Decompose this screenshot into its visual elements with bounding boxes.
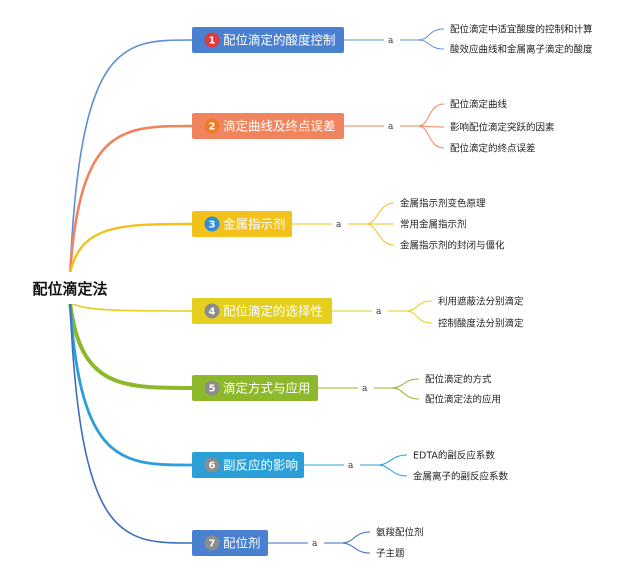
subtopic-link: [365, 202, 395, 225]
topic-label: 配位滴定的选择性: [223, 304, 323, 319]
topic-node[interactable]: 5 滴定方式与应用: [192, 375, 318, 401]
subtopic-label[interactable]: 金属指示剂变色原理: [400, 198, 486, 210]
subtopic-link: [417, 125, 445, 149]
subtopic-label[interactable]: 配位滴定曲线: [450, 99, 508, 111]
topic-number: 4: [209, 307, 216, 318]
branch-line: [68, 124, 194, 276]
branch-lines: [68, 39, 194, 544]
topic-number-badge-icon: [204, 32, 220, 48]
subtopic-label[interactable]: 配位滴定的终点误差: [450, 143, 536, 155]
root-box: [17, 272, 123, 304]
subtopic-link: [417, 28, 445, 41]
connector-label: a: [312, 539, 318, 549]
topic-number: 1: [209, 36, 216, 47]
topic-number: 3: [209, 220, 216, 231]
topic-label: 金属指示剂: [223, 217, 286, 232]
topic-box: [192, 375, 318, 401]
topic-node[interactable]: 4 配位滴定的选择性: [192, 298, 332, 324]
subtopic-label[interactable]: 氨羧配位剂: [376, 527, 424, 539]
topic-number: 5: [209, 384, 216, 395]
topic-number-badge-icon: [204, 380, 220, 396]
topic-node[interactable]: 3 金属指示剂: [192, 211, 292, 237]
topic-number-badge-icon: [204, 118, 220, 134]
topic-node[interactable]: 7 配位剂: [192, 530, 268, 556]
connector-label: a: [362, 384, 368, 394]
subtopic-link: [377, 454, 408, 466]
topic-box: [192, 113, 344, 139]
topic-box: [192, 452, 304, 478]
topic-number-badge-icon: [204, 303, 220, 319]
topic-number-badge-icon: [204, 216, 220, 232]
subtopic-label[interactable]: 子主题: [376, 548, 405, 560]
root-label: 配位滴定法: [32, 280, 107, 298]
connector-label: a: [348, 461, 354, 471]
branch-line: [69, 301, 193, 544]
subtopic-link: [391, 378, 420, 389]
branch-line: [69, 301, 193, 312]
topic-label: 副反应的影响: [223, 458, 298, 473]
subtopic-label[interactable]: 控制酸度法分别滴定: [438, 318, 524, 330]
branch-line: [68, 300, 194, 390]
topic-node[interactable]: 6 副反应的影响: [192, 452, 304, 478]
topic-node[interactable]: 1 配位滴定的酸度控制: [192, 27, 344, 53]
topic-box: [192, 211, 292, 237]
subtopic-label[interactable]: 配位滴定法的应用: [425, 394, 501, 406]
subtopic-link: [405, 300, 433, 312]
connector-label: a: [388, 36, 394, 46]
topic-label: 滴定曲线及终点误差: [223, 119, 336, 134]
subtopic-label[interactable]: 配位滴定的方式: [425, 374, 492, 386]
branch-line: [68, 222, 194, 276]
topic-label: 配位剂: [223, 536, 261, 551]
topic-number-badge-icon: [204, 535, 220, 551]
connector-label: a: [376, 307, 382, 317]
subtopic-label[interactable]: 常用金属指示剂: [400, 219, 467, 231]
subtopic-label[interactable]: EDTA的副反应系数: [413, 450, 495, 462]
connector-label: a: [336, 220, 342, 230]
topic-node[interactable]: 2 滴定曲线及终点误差: [192, 113, 344, 139]
subtopic-label[interactable]: 配位滴定中适宜酸度的控制和计算: [450, 24, 593, 36]
subtopic-label[interactable]: 金属离子的副反应系数: [413, 471, 509, 483]
subtopic-label[interactable]: 利用遮蔽法分别滴定: [438, 296, 524, 308]
connector-label: a: [388, 122, 394, 132]
topic-number: 2: [209, 122, 216, 133]
topic-box: [192, 298, 332, 324]
subtopic-link: [391, 387, 420, 400]
subtopic-link: [365, 223, 395, 246]
root-node[interactable]: 配位滴定法: [17, 272, 123, 304]
subtopic-link: [341, 542, 371, 554]
subtopic-label[interactable]: 影响配位滴定突跃的因素: [450, 122, 555, 134]
subtopic-link: [341, 531, 371, 544]
topic-nodes: 1 配位滴定的酸度控制 2 滴定曲线及终点误差 3 金属指示剂 4 配位滴定的选择性 5 滴定方式…: [192, 27, 344, 556]
topic-label: 配位滴定的酸度控制: [223, 33, 336, 48]
topic-box: [192, 27, 344, 53]
topic-number-badge-icon: [204, 457, 220, 473]
topic-number: 6: [209, 461, 216, 472]
branch-line: [68, 300, 194, 467]
subtopic-link: [377, 464, 408, 477]
branch-line: [69, 39, 193, 275]
subtopic-link: [417, 103, 445, 127]
subtopic-label[interactable]: 金属指示剂的封闭与僵化: [400, 240, 505, 252]
topic-number: 7: [209, 539, 216, 550]
topic-label: 滴定方式与应用: [223, 381, 311, 396]
subtopic-link: [417, 39, 445, 50]
subtopic-link: [405, 310, 433, 324]
subtopic-label[interactable]: 酸效应曲线和金属离子滴定的酸度: [450, 44, 593, 56]
